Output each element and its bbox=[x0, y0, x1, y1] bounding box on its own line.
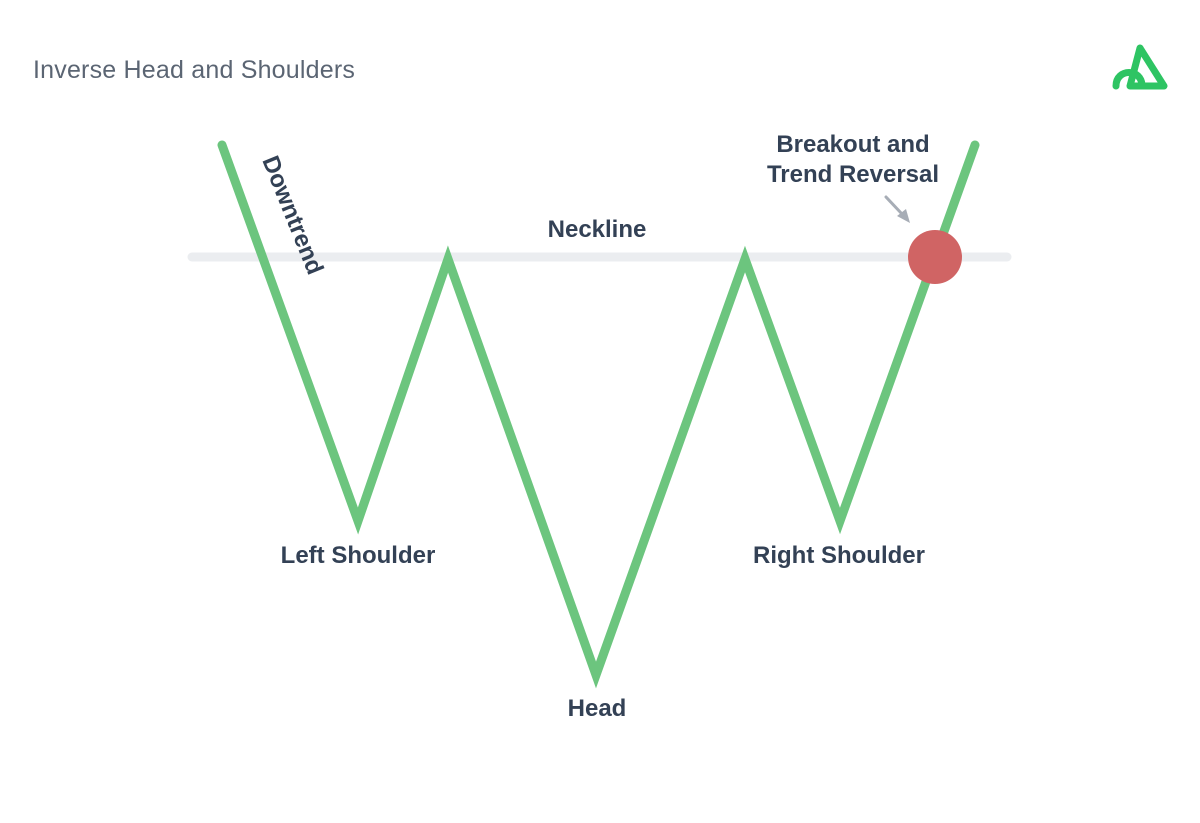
price-line bbox=[217, 140, 980, 689]
breakout-label-line1: Breakout and bbox=[776, 131, 929, 158]
left-shoulder-label: Left Shoulder bbox=[281, 542, 436, 569]
brand-logo-icon bbox=[1112, 44, 1168, 90]
right-shoulder-label: Right Shoulder bbox=[753, 542, 925, 569]
breakout-label-line2: Trend Reversal bbox=[767, 161, 939, 188]
breakout-marker bbox=[908, 230, 962, 284]
head-label: Head bbox=[568, 695, 627, 722]
arrow-down-right-icon bbox=[884, 195, 910, 223]
neckline-label: Neckline bbox=[548, 216, 647, 243]
page-title: Inverse Head and Shoulders bbox=[33, 56, 356, 84]
